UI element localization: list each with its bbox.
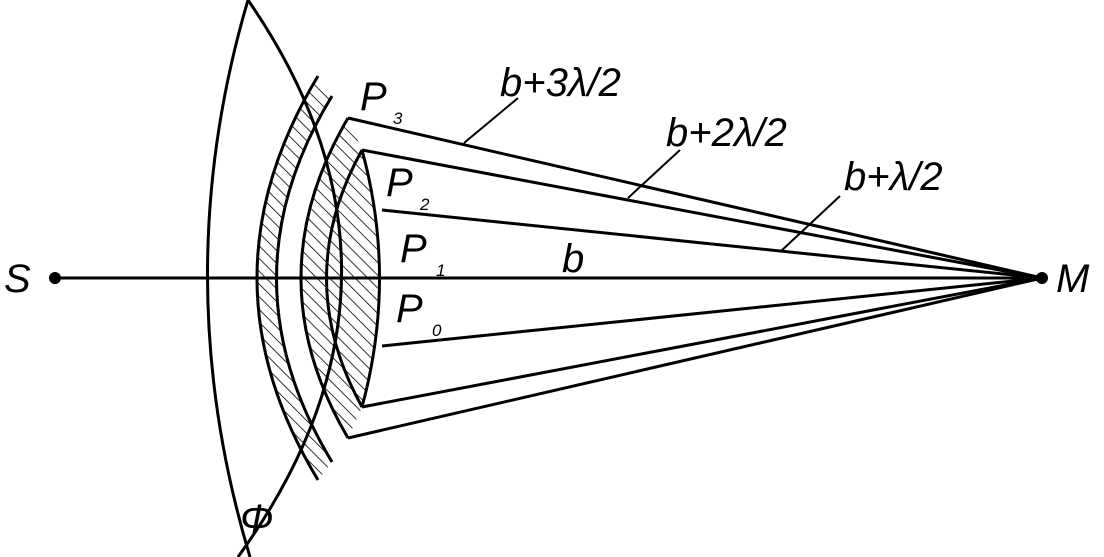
point-p1-letter: P (400, 227, 427, 271)
zone-outer-hatch (257, 76, 332, 480)
source-point (49, 272, 61, 284)
point-p0-index: 0 (432, 321, 442, 340)
path-label-first: b+λ/2 (844, 155, 943, 199)
ray-p1 (381, 208, 1043, 280)
ray-p2 (361, 148, 1043, 280)
point-p2-index: 2 (419, 195, 430, 214)
path-label-second: b+2λ/2 (666, 111, 787, 155)
leader-second (627, 149, 681, 199)
ray-lower-2 (361, 276, 1043, 409)
point-p2-letter: P (386, 161, 413, 205)
zone-ring-hatch (301, 118, 362, 438)
leader-first (779, 195, 841, 253)
point-p3-index: 3 (393, 109, 403, 128)
ray-lower-1 (381, 276, 1043, 348)
wavefront-label: Φ (240, 497, 273, 541)
observer-label: M (1056, 257, 1090, 301)
point-p1-index: 1 (436, 261, 445, 280)
axis-distance-label: b (562, 237, 584, 281)
point-p0-letter: P (396, 287, 423, 331)
source-label: S (4, 257, 31, 301)
leader-third (463, 97, 519, 144)
path-label-third: b+3λ/2 (500, 61, 621, 105)
point-p3-letter: P (360, 75, 387, 119)
ray-lower-3 (347, 276, 1043, 440)
ray-p3 (347, 116, 1043, 280)
